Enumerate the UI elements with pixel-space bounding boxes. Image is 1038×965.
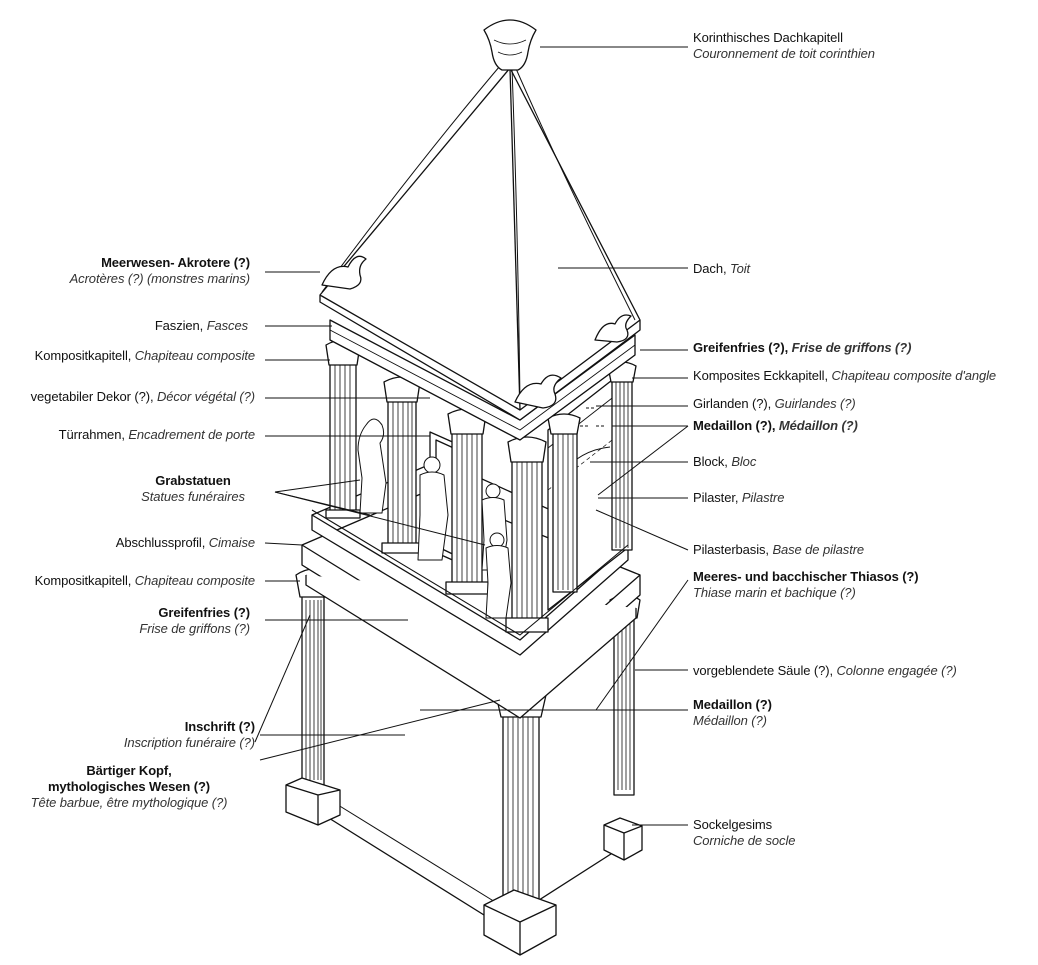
label-fr: Frise de griffons (?)	[139, 621, 250, 636]
label-de: Abschlussprofil,	[115, 535, 206, 550]
label-fr: Chapiteau composite	[134, 348, 255, 363]
label-de: Türrahmen,	[58, 427, 125, 442]
label-fr: Corniche de socle	[693, 833, 796, 848]
label-girlanden: Girlanden (?), Guirlandes (?)	[693, 396, 856, 412]
label-de: Pilaster,	[693, 490, 739, 505]
label-grabstatuen: Grabstatuen Statues funéraires	[118, 473, 268, 505]
label-de: Meerwesen- Akrotere (?)	[101, 255, 250, 270]
label-fr: Chapiteau composite d'angle	[831, 368, 997, 383]
label-fr: Médaillon (?)	[693, 713, 767, 728]
label-fr: Statues funéraires	[141, 489, 245, 504]
label-de: Grabstatuen	[155, 473, 231, 488]
label-block: Block, Bloc	[693, 454, 756, 470]
label-fr: Acrotères (?) (monstres marins)	[69, 271, 250, 286]
label-abschlussprofil: Abschlussprofil, Cimaise	[116, 535, 255, 551]
label-tuerrahmen: Türrahmen, Encadrement de porte	[59, 427, 255, 443]
label-fr: Fasces	[206, 318, 248, 333]
label-pilaster: Pilaster, Pilastre	[693, 490, 785, 506]
label-de: Girlanden (?),	[693, 396, 772, 411]
label-de: Komposites Eckkapitell,	[693, 368, 828, 383]
label-fr: Couronnement de toit corinthien	[693, 46, 875, 61]
label-de: Medaillon (?),	[693, 418, 776, 433]
label-de: Sockelgesims	[693, 817, 772, 832]
label-de: Pilasterbasis,	[693, 542, 769, 557]
label-fr: Cimaise	[208, 535, 255, 550]
label-de: Dach,	[693, 261, 727, 276]
label-fr: Toit	[729, 261, 751, 276]
label-faszien: Faszien, Fasces	[155, 318, 248, 334]
middle-frieze	[301, 459, 641, 719]
label-de: Faszien,	[154, 318, 204, 333]
label-greifenfries-top: Greifenfries (?), Frise de griffons (?)	[693, 340, 911, 356]
lower-storey	[285, 568, 643, 956]
label-fr: Bloc	[731, 454, 757, 469]
label-de: Meeres- und bacchischer Thiasos (?)	[693, 569, 919, 584]
label-de: Greifenfries (?)	[158, 605, 250, 620]
label-saeule: vorgeblendete Säule (?), Colonne engagée…	[693, 663, 957, 679]
label-pilasterbasis: Pilasterbasis, Base de pilastre	[693, 542, 864, 558]
label-de: Inschrift (?)	[184, 719, 255, 734]
label-eckkapitell: Komposites Eckkapitell, Chapiteau compos…	[693, 368, 996, 384]
label-vegetabiler-dekor: vegetabiler Dekor (?), Décor végétal (?)	[31, 389, 255, 405]
leader-lines	[254, 46, 689, 826]
label-medaillon-top: Medaillon (?), Médaillon (?)	[693, 418, 858, 434]
label-de-line2: mythologisches Wesen (?)	[47, 779, 211, 794]
label-de-line1: Bärtiger Kopf,	[86, 763, 172, 778]
label-fr: Thiase marin et bachique (?)	[693, 585, 856, 600]
upper-storey	[311, 339, 637, 636]
label-de: vegetabiler Dekor (?),	[30, 389, 154, 404]
label-dach: Dach, Toit	[693, 261, 750, 277]
label-de: Kompositkapitell,	[34, 573, 132, 588]
label-de: Medaillon (?)	[693, 697, 772, 712]
label-greifenfries-lower: Greifenfries (?) Frise de griffons (?)	[139, 605, 250, 637]
label-fr: Guirlandes (?)	[774, 396, 856, 411]
label-thiasos: Meeres- und bacchischer Thiasos (?) Thia…	[693, 569, 919, 601]
label-de: Block,	[693, 454, 728, 469]
label-de: vorgeblendete Säule (?),	[693, 663, 833, 678]
label-fr: Inscription funéraire (?)	[123, 735, 255, 750]
label-fr: Colonne engagée (?)	[836, 663, 957, 678]
label-akrotere: Meerwesen- Akrotere (?) Acrotères (?) (m…	[70, 255, 250, 287]
label-fr: Médaillon (?)	[778, 418, 858, 433]
label-fr: Tête barbue, être mythologique (?)	[30, 795, 228, 810]
label-dachkapitell: Korinthisches Dachkapitell Couronnement …	[693, 30, 875, 62]
label-fr: Décor végétal (?)	[156, 389, 255, 404]
label-fr: Encadrement de porte	[128, 427, 255, 442]
label-de: Kompositkapitell,	[34, 348, 132, 363]
label-fr: Base de pilastre	[772, 542, 865, 557]
label-de: Korinthisches Dachkapitell	[693, 30, 843, 45]
roof	[319, 19, 641, 441]
label-baertiger-kopf: Bärtiger Kopf, mythologisches Wesen (?) …	[0, 763, 258, 811]
label-kompositkapitell-upper: Kompositkapitell, Chapiteau composite	[35, 348, 255, 364]
label-fr: Pilastre	[741, 490, 785, 505]
label-medaillon-lower: Medaillon (?) Médaillon (?)	[693, 697, 772, 729]
label-kompositkapitell-lower: Kompositkapitell, Chapiteau composite	[35, 573, 255, 589]
label-fr: Frise de griffons (?)	[791, 340, 912, 355]
label-sockelgesims: Sockelgesims Corniche de socle	[693, 817, 795, 849]
label-de: Greifenfries (?),	[693, 340, 789, 355]
label-inschrift: Inschrift (?) Inscription funéraire (?)	[124, 719, 255, 751]
label-fr: Chapiteau composite	[134, 573, 255, 588]
